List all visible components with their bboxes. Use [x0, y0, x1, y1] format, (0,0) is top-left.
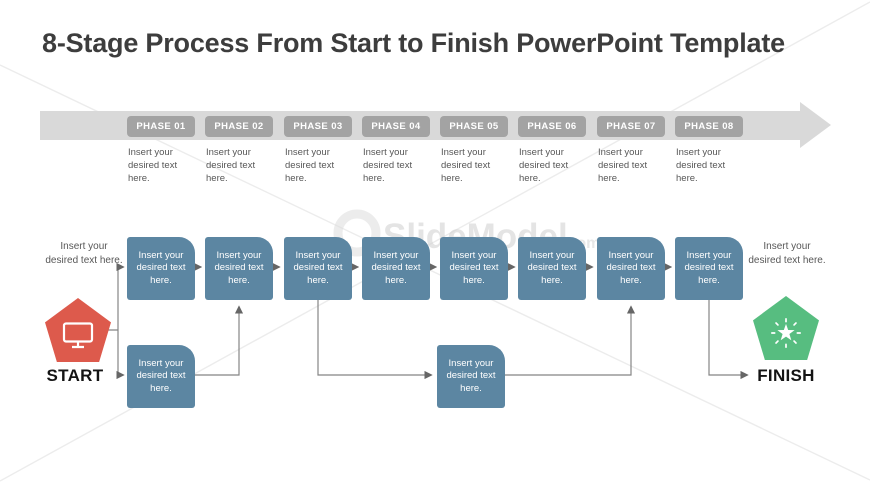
process-box-1[interactable]: Insert your desired text here.: [127, 237, 195, 300]
phase-description-02[interactable]: Insert your desired text here.: [206, 147, 256, 184]
process-box-bottom-1[interactable]: Insert your desired text here.: [127, 345, 195, 408]
phase-description-01[interactable]: Insert your desired text here.: [128, 147, 178, 184]
connector-bottombox1-to-box2: [195, 305, 244, 376]
phase-pill-06[interactable]: PHASE 06: [518, 116, 586, 137]
phase-pill-08[interactable]: PHASE 08: [675, 116, 743, 137]
monitor-icon: [62, 321, 94, 348]
finish-side-text[interactable]: Insert your desired text here.: [748, 241, 826, 266]
watermark-logo-icon: [333, 209, 381, 257]
page-title: 8-Stage Process From Start to Finish Pow…: [42, 28, 785, 58]
connector-box3-to-bottombox2: [317, 300, 433, 380]
process-box-6[interactable]: Insert your desired text here.: [518, 237, 586, 300]
process-box-4[interactable]: Insert your desired text here.: [362, 237, 430, 300]
phase-pill-04[interactable]: PHASE 04: [362, 116, 430, 137]
process-box-7[interactable]: Insert your desired text here.: [597, 237, 665, 300]
phase-pill-05[interactable]: PHASE 05: [440, 116, 508, 137]
phase-description-05[interactable]: Insert your desired text here.: [441, 147, 491, 184]
phase-description-06[interactable]: Insert your desired text here.: [519, 147, 569, 184]
connector-box8-to-finish: [708, 300, 749, 380]
phase-pill-03[interactable]: PHASE 03: [284, 116, 352, 137]
process-box-5[interactable]: Insert your desired text here.: [440, 237, 508, 300]
phase-pill-02[interactable]: PHASE 02: [205, 116, 273, 137]
finish-label[interactable]: FINISH: [757, 366, 815, 385]
start-side-text[interactable]: Insert your desired text here.: [45, 241, 123, 266]
process-box-2[interactable]: Insert your desired text here.: [205, 237, 273, 300]
process-box-8[interactable]: Insert your desired text here.: [675, 237, 743, 300]
phase-description-04[interactable]: Insert your desired text here.: [363, 147, 413, 184]
phase-pill-01[interactable]: PHASE 01: [127, 116, 195, 137]
timeline-arrowhead-icon: [800, 102, 831, 148]
start-junction-connector: [108, 267, 119, 375]
phase-description-03[interactable]: Insert your desired text here.: [285, 147, 335, 184]
process-box-3[interactable]: Insert your desired text here.: [284, 237, 352, 300]
sparkle-icon: [770, 317, 802, 349]
connector-bottombox2-to-box7: [505, 305, 636, 376]
phase-pill-07[interactable]: PHASE 07: [597, 116, 665, 137]
process-box-bottom-2[interactable]: Insert your desired text here.: [437, 345, 505, 408]
phase-description-08[interactable]: Insert your desired text here.: [676, 147, 726, 184]
start-label[interactable]: START: [46, 366, 104, 385]
phase-description-07[interactable]: Insert your desired text here.: [598, 147, 648, 184]
